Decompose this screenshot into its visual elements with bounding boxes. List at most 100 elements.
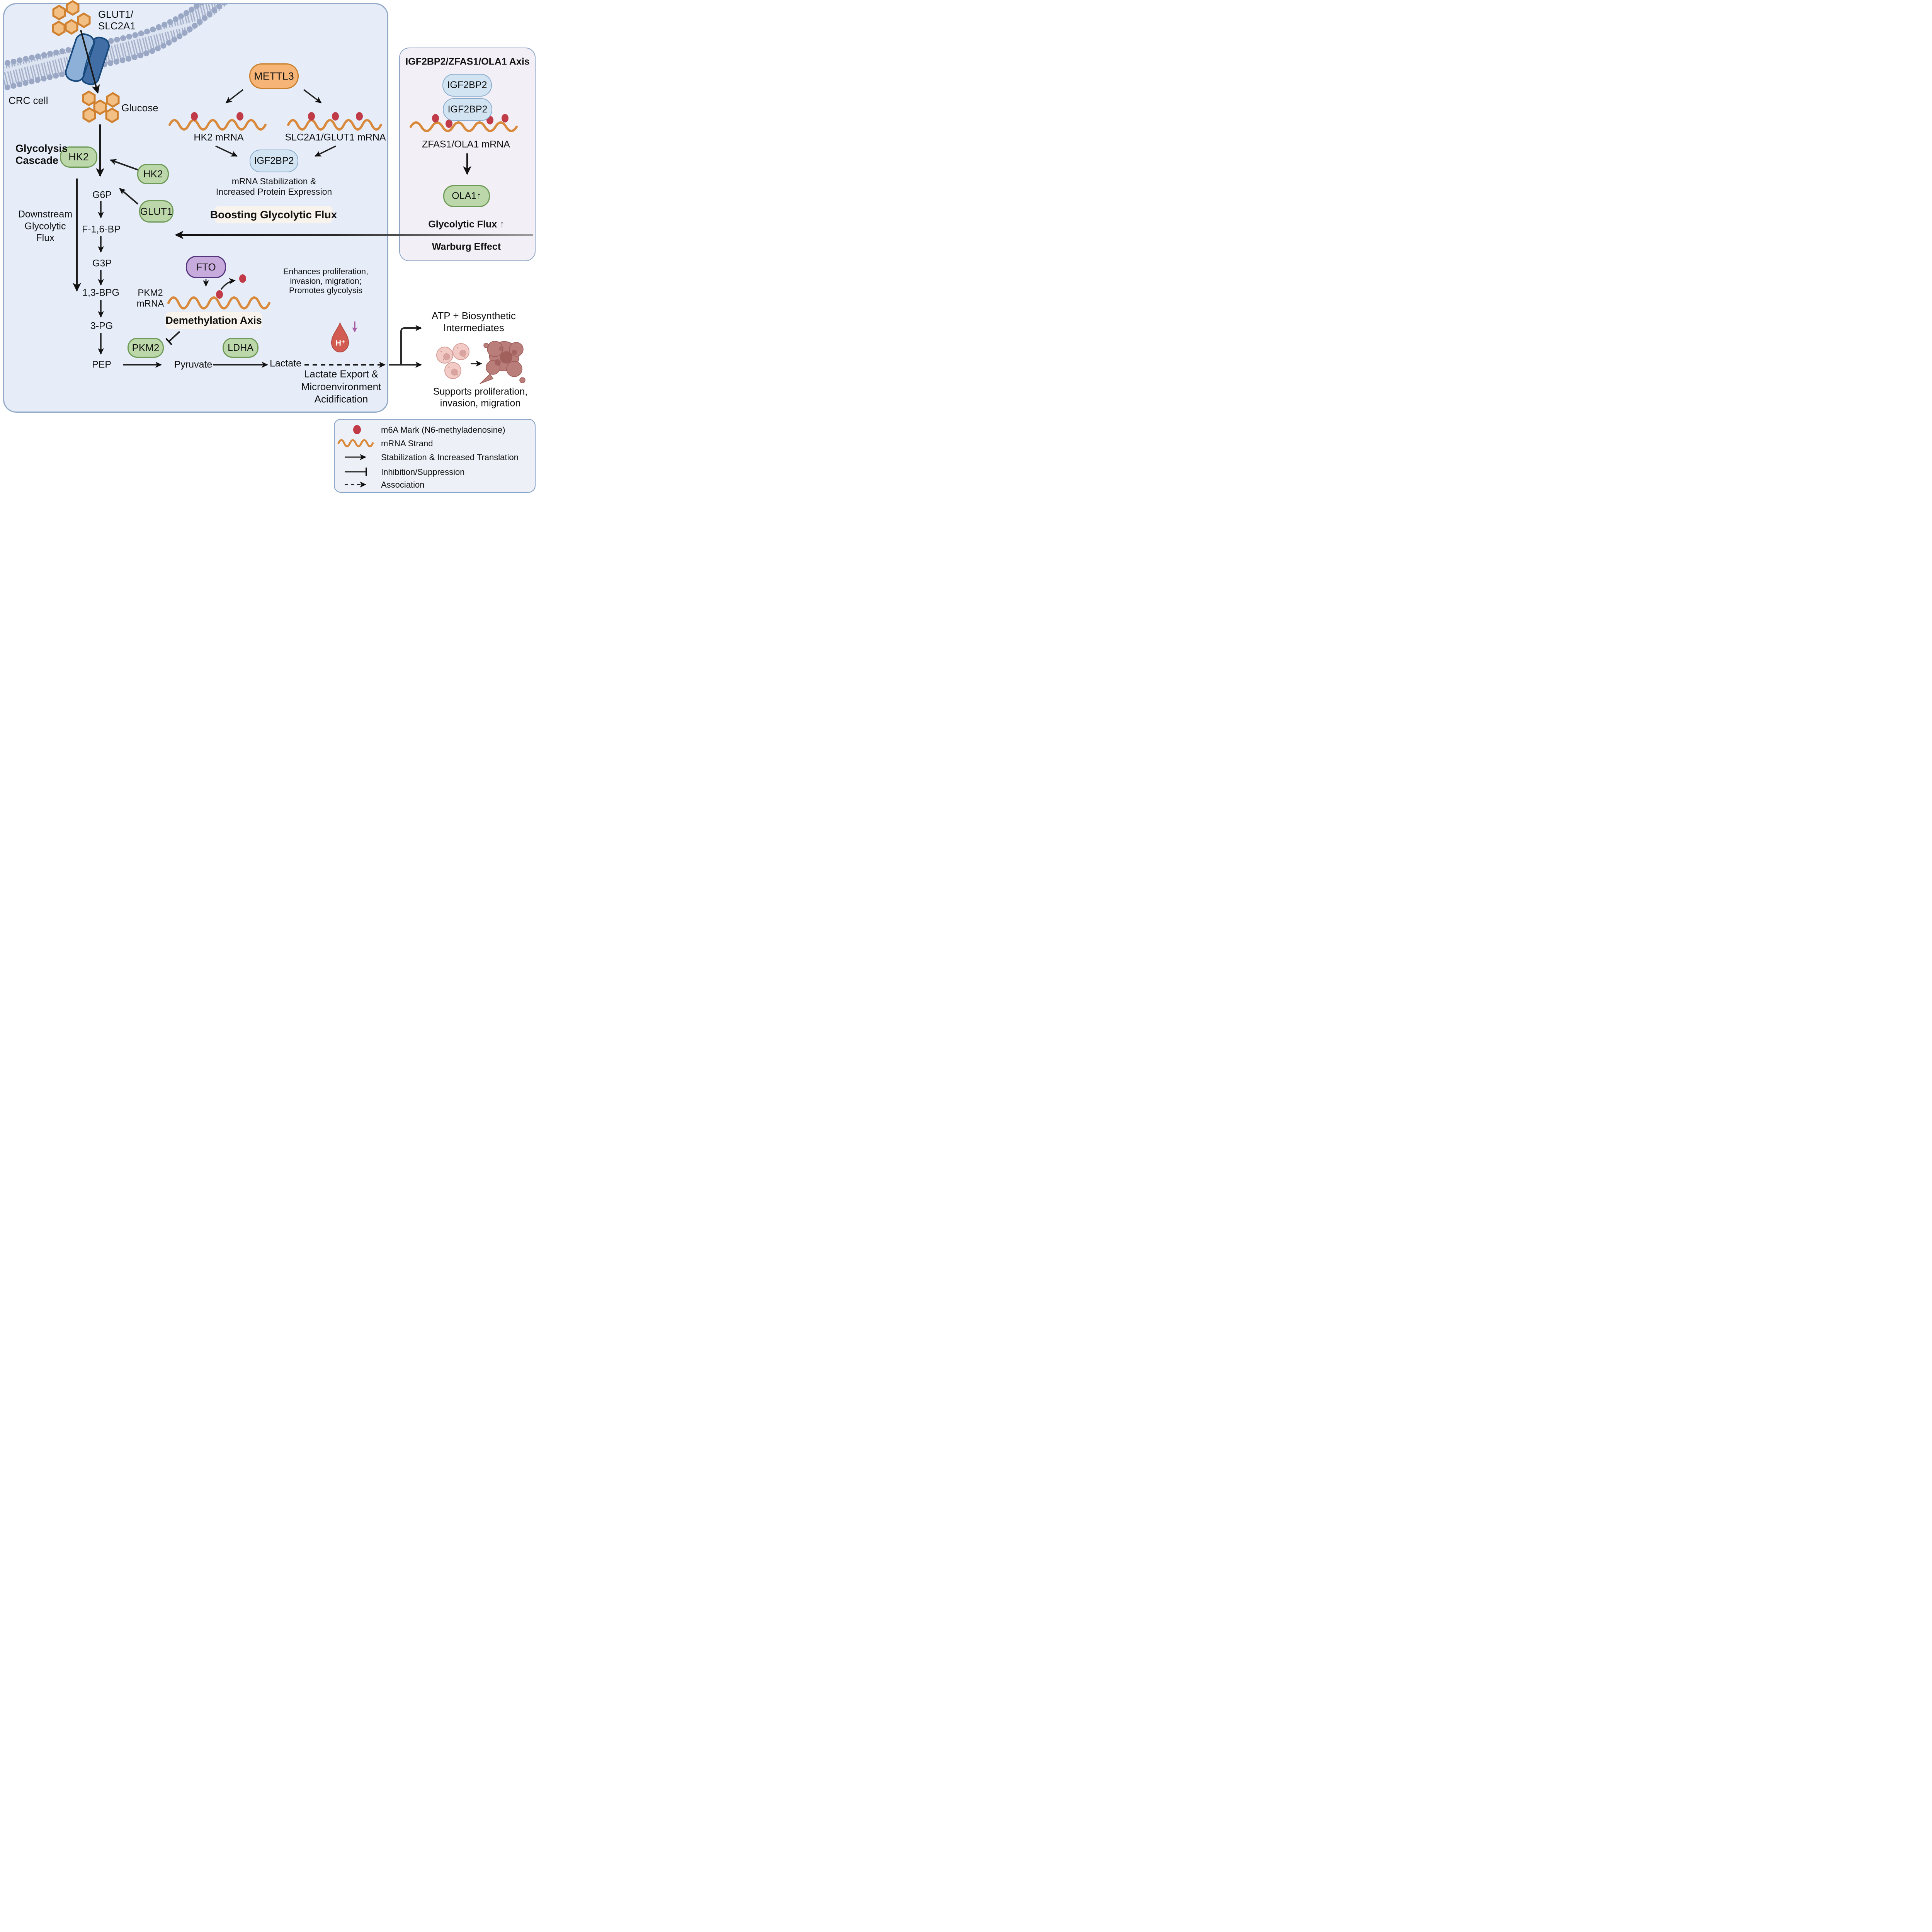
hk2-mrna-strand-icon (168, 119, 267, 131)
fto-effect-label: Enhances proliferation,invasion, migrati… (283, 267, 368, 295)
zfas1-mrna-strand-icon (410, 121, 518, 132)
legend-m6a-label: m6A Mark (N6-methyladenosine) (381, 425, 505, 435)
pyruvate-label: Pyruvate (174, 359, 213, 370)
igf2bp2-pill-axis-bottom: IGF2BP2 (443, 98, 492, 121)
glucose-hexagon (52, 20, 66, 36)
warburg-effect-label: Warburg Effect (432, 241, 501, 252)
hk2-label: HK2 (68, 151, 89, 163)
legend-inhibition-label: Inhibition/Suppression (381, 467, 465, 477)
h-plus-label: H⁺ (335, 339, 345, 348)
glucose-hexagon (66, 0, 80, 16)
arrow-mettl3-to-slc2a1-mrna (303, 89, 322, 104)
mrna-stabilization-label: mRNA Stabilization &Increased Protein Ex… (216, 176, 332, 197)
m6a-mark-icon (356, 112, 363, 121)
mettl3-label: METTL3 (254, 70, 294, 82)
cell-membrane (4, 4, 235, 94)
legend-stabilization-label: Stabilization & Increased Translation (381, 452, 519, 462)
hk2-pill-cytosol: HK2 (137, 164, 169, 184)
glucose-hexagon (52, 5, 66, 20)
arrow-m6a-removal (220, 278, 236, 290)
m6a-mark-icon (446, 119, 452, 128)
slc2a1-mrna-label: SLC2A1/GLUT1 mRNA (285, 132, 386, 143)
glucose-hexagon (82, 107, 96, 123)
glycolytic-flux-label: Glycolytic Flux ↑ (428, 219, 505, 230)
legend-association-label: Association (381, 480, 425, 490)
glut1-slc2a1-line1: GLUT1/ (98, 9, 134, 20)
igf2bp2-pill-main: IGF2BP2 (250, 150, 298, 172)
igf2bp2-label: IGF2BP2 (447, 104, 488, 115)
pkm2-label: PKM2 (132, 342, 160, 354)
axis-panel-title: IGF2BP2/ZFAS1/OLA1 Axis (405, 56, 530, 67)
legend-panel (334, 419, 536, 493)
figure-canvas: HK2 HK2 GLUT1 METTL3 IGF2BP2 FTO PKM2 LD… (0, 0, 538, 494)
arrow-glut1-to-g6p (119, 188, 139, 205)
ola1-pill: OLA1↑ (443, 185, 490, 207)
legend-mrna-strand-icon (337, 439, 374, 447)
fto-pill: FTO (186, 256, 226, 278)
glut1-label: GLUT1 (140, 205, 173, 217)
lactate-label: Lactate (269, 358, 302, 369)
glucose-hexagons-outside (52, 0, 91, 36)
h-plus-droplet-icon (331, 322, 349, 353)
lipid-tails-band (4, 4, 229, 88)
transporter-name-label: GLUT1/SLC2A1 (98, 9, 136, 32)
glucose-hexagon (82, 90, 96, 106)
m6a-mark-icon (191, 112, 198, 121)
arrow-glucose-import (80, 30, 100, 94)
cancer-cells-icon (436, 343, 469, 379)
glut1-transporter-icon (65, 33, 110, 85)
slc2a1-mrna-strand-icon (287, 119, 382, 131)
arrow-slc2a1-mrna-to-igf2bp2 (315, 145, 336, 157)
metabolite-g6p: G6P (92, 189, 112, 201)
glucose-hexagon (93, 99, 107, 115)
supports-outcome-label: Supports proliferation,invasion, migrati… (433, 386, 528, 409)
tbar-demethylation-inhibits-pkm2 (165, 331, 180, 345)
demethylation-axis-box: Demethylation Axis (165, 312, 262, 329)
arrow-hk2-mrna-to-igf2bp2 (215, 145, 238, 157)
m6a-mark-icon (432, 114, 439, 122)
metabolite-g3p: G3P (92, 258, 112, 269)
glut1-slc2a1-line2: SLC2A1 (98, 20, 136, 32)
igf2bp2-pill-axis-top: IGF2BP2 (442, 74, 492, 97)
glucose-label: Glucose (121, 102, 158, 114)
tumor-mass-icon (480, 341, 526, 384)
glucose-hexagon (65, 19, 78, 35)
arrow-fork-to-atp (400, 325, 422, 365)
m6a-mark-icon (236, 112, 243, 121)
crc-cell-label: CRC cell (9, 95, 48, 106)
arrow-hk2-to-cascade (110, 159, 141, 172)
fto-label: FTO (196, 261, 216, 273)
ldha-label: LDHA (228, 342, 253, 353)
hk2-mrna-label: HK2 mRNA (194, 132, 244, 143)
boosting-label: Boosting Glycolytic Flux (210, 208, 337, 221)
igf2bp2-label: IGF2BP2 (447, 80, 487, 90)
m6a-mark-icon (332, 112, 339, 121)
metabolite-13bpg: 1,3-BPG (82, 287, 119, 298)
glut1-pill: GLUT1 (139, 200, 173, 223)
m6a-mark-removed-icon (239, 274, 246, 283)
metabolite-f16bp: F-1,6-BP (82, 224, 121, 235)
outer-lipid-heads (4, 4, 214, 69)
boosting-glycolytic-flux-box: Boosting Glycolytic Flux (210, 206, 337, 223)
legend-m6a-mark-icon (353, 425, 361, 434)
m6a-mark-icon (216, 290, 223, 299)
metabolite-pep: PEP (92, 359, 112, 370)
igf2bp2-label: IGF2BP2 (254, 155, 294, 166)
diagram-artwork (4, 0, 533, 488)
inner-lipid-heads (4, 4, 235, 94)
m6a-mark-icon (502, 114, 509, 122)
zfas1-mrna-label: ZFAS1/OLA1 mRNA (422, 139, 510, 150)
ldha-pill: LDHA (223, 338, 259, 358)
metabolite-3pg: 3-PG (90, 320, 113, 332)
ola1-label: OLA1↑ (452, 190, 481, 201)
demethylation-axis-label: Demethylation Axis (165, 315, 262, 326)
m6a-mark-icon (308, 112, 315, 121)
glucose-hexagons-inside (82, 90, 120, 123)
glucose-hexagon (77, 12, 91, 28)
legend-mrna-label: mRNA Strand (381, 439, 433, 448)
mettl3-pill: METTL3 (249, 63, 299, 89)
